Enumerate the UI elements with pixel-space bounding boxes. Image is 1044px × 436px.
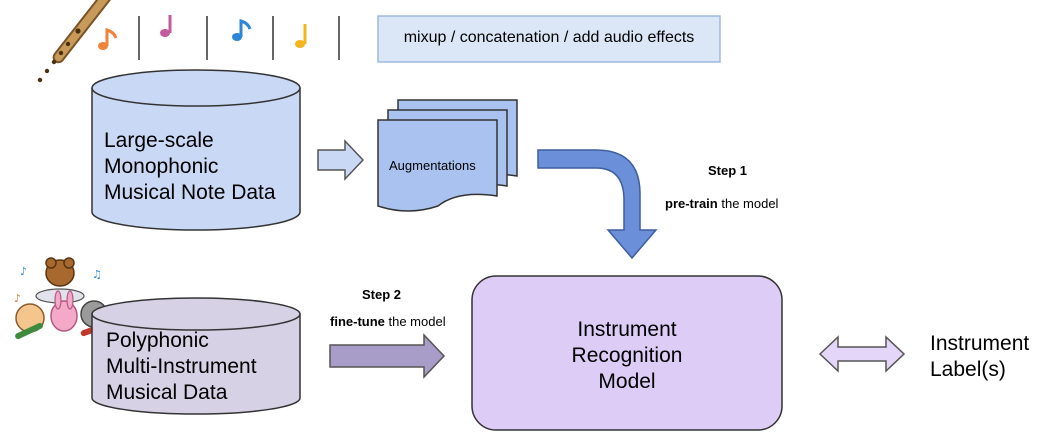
output-line: Label(s) <box>930 358 1006 381</box>
step2-arrow <box>329 333 446 379</box>
step1-caption-rest: the model <box>717 196 779 211</box>
step2-caption-bold: fine-tune <box>330 314 385 329</box>
model-line: Recognition <box>571 344 683 367</box>
step1-arrow <box>537 149 658 260</box>
output-arrow <box>818 335 906 373</box>
step2-caption: fine-tune the model <box>330 314 446 329</box>
step2-caption-rest: the model <box>384 314 446 329</box>
step1-caption: pre-train the model <box>665 196 778 211</box>
poly-data-label: Polyphonic Multi-Instrument Musical Data <box>106 328 257 406</box>
flute-icon <box>37 0 123 83</box>
note-orange-icon <box>98 28 118 50</box>
poly-data-line: Musical Data <box>106 381 228 404</box>
mono-data-line: Monophonic <box>104 155 219 178</box>
output-label: Instrument Label(s) <box>930 331 1029 383</box>
model-label: Instrument Recognition Model <box>472 317 782 395</box>
augment-box <box>377 15 721 63</box>
mono-data-label: Large-scale Monophonic Musical Note Data <box>104 128 276 206</box>
augment-box-label: mixup / concatenation / add audio effect… <box>403 29 695 46</box>
augmentations-label: Augmentations <box>389 158 476 173</box>
svg-text:♪: ♪ <box>14 292 21 305</box>
output-line: Instrument <box>930 332 1030 355</box>
poly-data-line: Multi-Instrument <box>106 355 257 378</box>
poly-data-line: Polyphonic <box>106 329 209 352</box>
mono-data-line: Large-scale <box>104 129 214 152</box>
svg-text:♫: ♫ <box>92 268 102 281</box>
model-box <box>471 275 783 431</box>
mono-data-line: Musical Note Data <box>104 181 276 204</box>
note-pink-icon <box>160 15 172 37</box>
poly-data-cylinder <box>91 297 301 415</box>
to-augment-arrow <box>317 139 365 181</box>
step1-title: Step 1 <box>708 163 748 178</box>
model-line: Instrument <box>577 318 677 341</box>
model-line: Model <box>598 370 656 393</box>
step1-caption-bold: pre-train <box>665 196 718 211</box>
note-blue-icon <box>232 19 252 41</box>
augmentations-stack <box>377 99 518 212</box>
note-yellow-icon <box>295 24 307 48</box>
step2-title: Step 2 <box>362 287 402 302</box>
svg-text:♪: ♪ <box>20 265 27 278</box>
mono-data-cylinder <box>91 69 301 231</box>
